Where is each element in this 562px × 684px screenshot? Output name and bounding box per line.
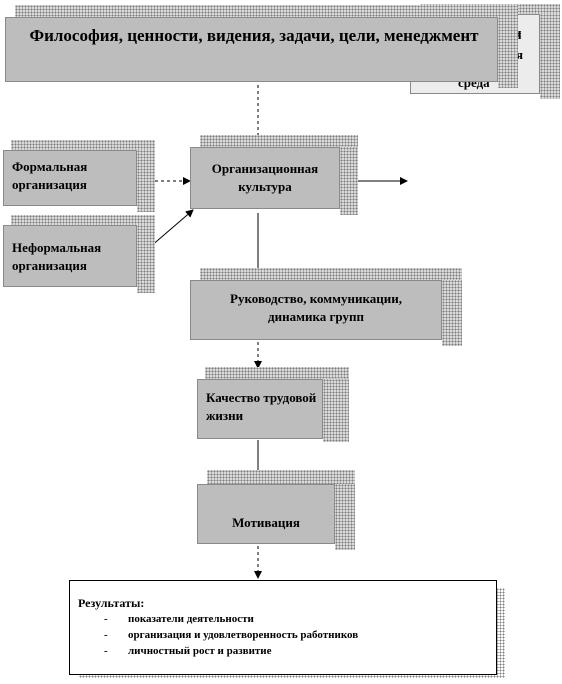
- results-heading: Результаты:: [78, 596, 145, 610]
- results-bullet: -: [104, 613, 108, 625]
- motivation-label: Мотивация: [232, 515, 300, 530]
- quality-of-work-life-label: Качество трудовой жизни: [206, 390, 317, 423]
- results-item-text: личностный рост и развитие: [128, 645, 272, 657]
- results-bullet: -: [104, 629, 108, 641]
- results-bullet: -: [104, 645, 108, 657]
- organizational-culture-label: Организационная культура: [211, 161, 319, 194]
- quality-of-work-life-box: [197, 367, 349, 442]
- environment-letter-b: я: [516, 47, 524, 62]
- formal-organization-box: [3, 140, 155, 212]
- results-box: Результаты: - показатели деятельности - ор…: [69, 580, 497, 675]
- informal-organization-box: [3, 215, 155, 293]
- results-item: - личностный рост и развитие: [78, 643, 496, 659]
- results-list: - показатели деятельности - организация и …: [78, 611, 496, 659]
- results-item: - организация и удовлетворенность работни…: [78, 627, 496, 643]
- philosophy-title: Философия, ценности, видения, задачи, це…: [29, 26, 479, 45]
- organizational-culture-box: [190, 135, 358, 215]
- results-item-text: организация и удовлетворенность работник…: [128, 629, 359, 641]
- philosophy-box: [5, 5, 518, 88]
- formal-organization-label: Формальная организация: [12, 159, 88, 192]
- motivation-box: [197, 470, 355, 550]
- leadership-box: [190, 268, 462, 346]
- results-item: - показатели деятельности: [78, 611, 496, 627]
- leadership-label: Руководство, коммуникации, динамика груп…: [230, 291, 402, 324]
- results-item-text: показатели деятельности: [128, 613, 254, 625]
- informal-organization-label: Неформальная организация: [12, 240, 102, 273]
